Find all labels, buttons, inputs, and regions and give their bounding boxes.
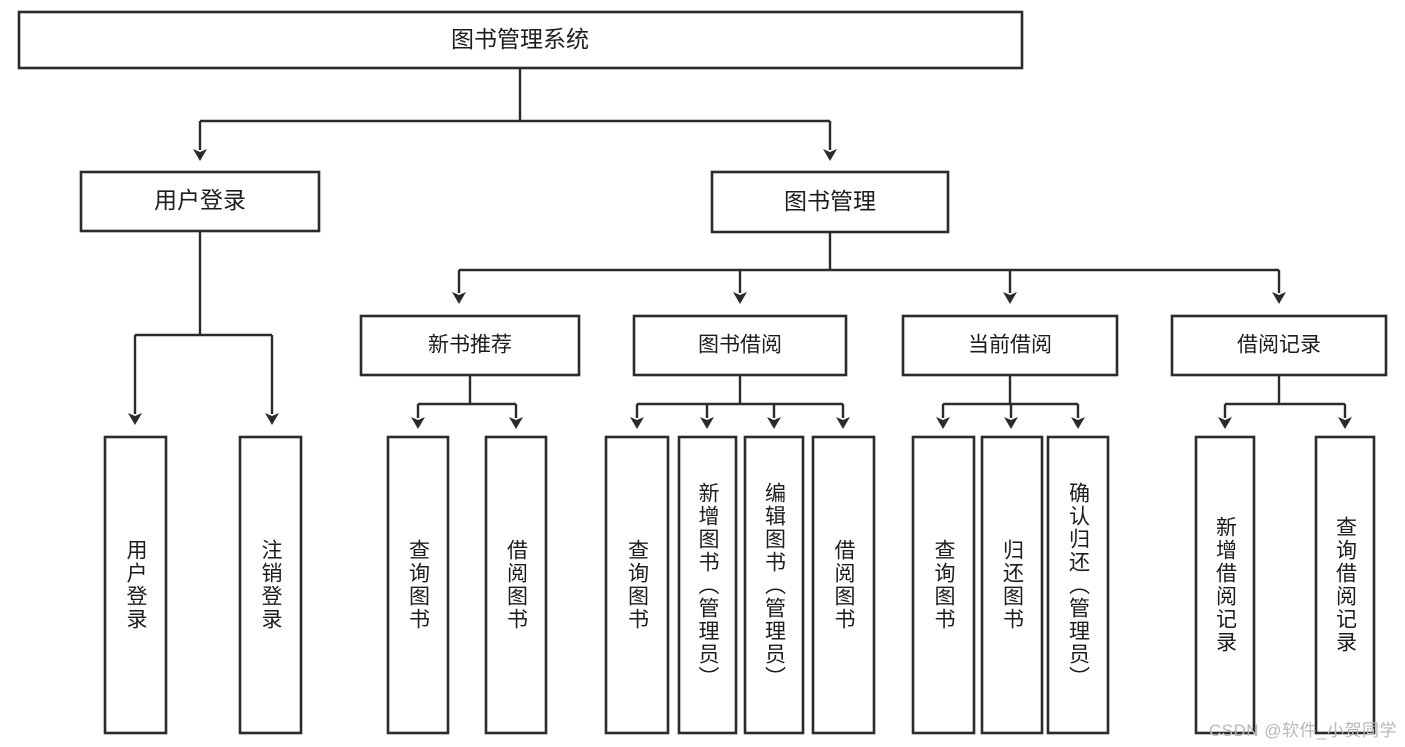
node-new-book-recommend-label: 新书推荐 xyxy=(428,334,512,357)
connector-group-new-books xyxy=(411,375,523,429)
node-current-borrow-box[interactable] xyxy=(901,314,1119,377)
node-book-borrow-box[interactable] xyxy=(632,314,848,377)
leaf-box-logout[interactable] xyxy=(238,435,303,735)
node-root[interactable]: 图书管理系统 xyxy=(17,10,1024,70)
node-user-login-label: 用户登录 xyxy=(154,187,246,213)
node-current-borrow[interactable]: 当前借阅 xyxy=(901,314,1119,377)
connector-group-current-borrow xyxy=(936,375,1085,429)
leaf-box-query-book-2[interactable] xyxy=(604,435,670,735)
leaf-box-query-book-3[interactable] xyxy=(911,435,976,735)
leaf-box-borrow-book-1[interactable] xyxy=(484,435,548,735)
node-borrow-record[interactable]: 借阅记录 xyxy=(1170,314,1388,377)
leaf-box-borrow-book-2[interactable] xyxy=(811,435,876,735)
node-current-borrow-label: 当前借阅 xyxy=(968,334,1052,357)
node-user-login[interactable]: 用户登录 xyxy=(79,170,321,233)
connector-group-user-login xyxy=(128,231,279,425)
node-book-management-label: 图书管理 xyxy=(784,188,876,214)
leaf-box-add-book[interactable] xyxy=(677,435,738,735)
connector-group-book-borrow xyxy=(630,375,850,429)
leaf-box-confirm-return[interactable] xyxy=(1046,435,1110,735)
node-borrow-record-label: 借阅记录 xyxy=(1237,334,1321,357)
leaf-box-query-book-1[interactable] xyxy=(386,435,450,735)
csdn-watermark: CSDN @软件_小贺同学 xyxy=(1208,721,1397,740)
node-book-borrow-label: 图书借阅 xyxy=(698,334,782,357)
leaf-box-return-book[interactable] xyxy=(980,435,1044,735)
leaf-box-user-login[interactable] xyxy=(103,435,168,735)
node-borrow-record-box[interactable] xyxy=(1170,314,1388,377)
connector-group-book-manage xyxy=(452,232,1286,304)
node-new-book-recommend[interactable]: 新书推荐 xyxy=(359,314,581,377)
leaf-box-query-record[interactable] xyxy=(1314,435,1376,735)
node-book-management-box[interactable] xyxy=(710,170,950,234)
leaf-boxes xyxy=(103,435,1376,735)
node-book-management[interactable]: 图书管理 xyxy=(710,170,950,234)
node-root-box[interactable] xyxy=(17,10,1024,70)
connector-group-root xyxy=(193,68,837,161)
node-new-book-recommend-box[interactable] xyxy=(359,314,581,377)
leaf-box-add-record[interactable] xyxy=(1194,435,1256,735)
leaf-box-edit-book[interactable] xyxy=(743,435,805,735)
node-book-borrow[interactable]: 图书借阅 xyxy=(632,314,848,377)
node-root-label: 图书管理系统 xyxy=(451,26,589,52)
connector-group-borrow-record xyxy=(1218,375,1352,429)
node-user-login-box[interactable] xyxy=(79,170,321,233)
